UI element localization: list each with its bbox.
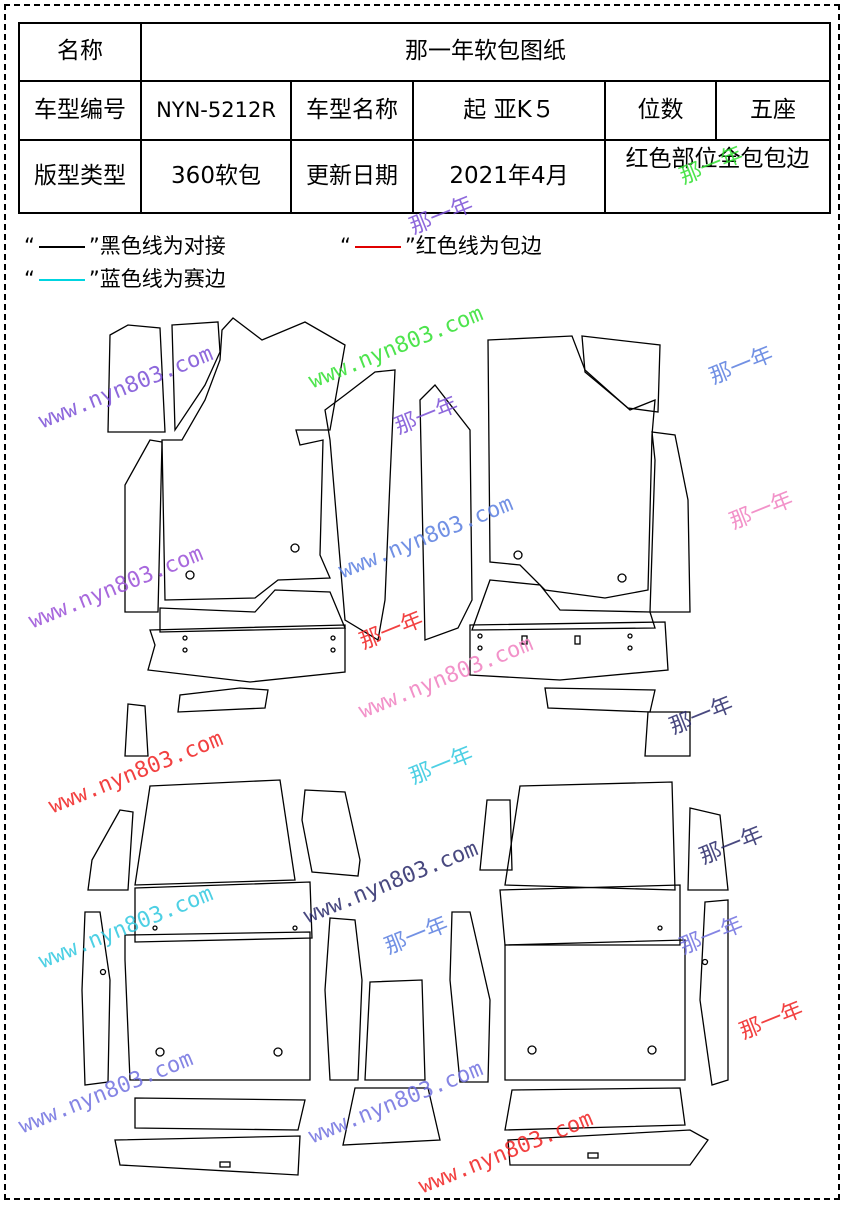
front-right-side-strip <box>649 431 691 613</box>
rear-left-tunnel-side <box>324 917 363 1081</box>
rear-right-mat-group <box>449 781 729 1166</box>
seats-value: 五座 <box>714 80 832 141</box>
legend-black: “”黑色线为对接 <box>24 234 226 258</box>
drawing-title: 那一年软包图纸 <box>139 22 832 82</box>
rear-right-bottom-step <box>504 1087 686 1131</box>
seats-label: 位数 <box>604 80 717 141</box>
date-label: 更新日期 <box>290 139 414 214</box>
front-left-sill-strip <box>124 439 163 613</box>
front-left-corner-piece <box>124 703 149 757</box>
type-label: 版型类型 <box>18 139 142 214</box>
rear-right-side-piece <box>479 799 513 871</box>
front-left-floor-mat <box>161 317 346 601</box>
front-left-dash-strip <box>159 589 346 633</box>
front-right-corner-piece <box>581 335 661 413</box>
rear-right-inner-strip <box>449 911 491 1083</box>
model-name-label: 车型名称 <box>290 80 414 141</box>
rear-left-bottom-strip <box>114 1135 301 1176</box>
rear-left-mat-group <box>81 779 363 1176</box>
front-right-kick-panel <box>469 621 669 681</box>
rear-left-top-panel <box>134 779 296 886</box>
spec-table: 名称 那一年软包图纸 车型编号 NYN-5212R 车型名称 起 亚K５ 位数 … <box>18 22 832 214</box>
rear-center-bottom-mat <box>342 1087 441 1146</box>
rear-center-tunnel-mat <box>364 979 426 1081</box>
model-code-label: 车型编号 <box>18 80 142 141</box>
legend-blue: “”蓝色线为赛边 <box>24 267 226 291</box>
rear-right-bottom-strip <box>507 1129 709 1166</box>
front-left-mat-group <box>107 317 396 757</box>
rear-left-floor-mat <box>124 931 311 1081</box>
edge-note: 红色部位全包包边 <box>603 139 832 214</box>
legend-red: “”红色线为包边 <box>340 234 542 258</box>
front-left-side-panel <box>107 324 166 433</box>
rear-right-top-panel <box>504 781 676 891</box>
front-left-heel-pad <box>177 687 269 713</box>
black-line-swatch <box>38 246 85 248</box>
front-right-heel-pad <box>544 687 656 713</box>
rear-left-side-piece <box>301 789 361 877</box>
front-right-dash-strip <box>471 579 656 631</box>
date-value: 2021年4月 <box>412 139 606 214</box>
page-border <box>4 4 840 1200</box>
rear-left-bottom-step <box>134 1097 306 1131</box>
blue-line-swatch <box>38 279 85 281</box>
rear-right-floor-mat <box>504 939 686 1081</box>
front-right-center-strip <box>419 384 473 641</box>
rear-left-edge-strip <box>87 809 134 891</box>
model-code: NYN-5212R <box>140 80 292 141</box>
front-right-floor-mat <box>487 335 656 599</box>
red-line-swatch <box>354 246 401 248</box>
front-left-kick-panel <box>147 624 346 683</box>
front-right-mat-group <box>419 335 691 757</box>
rear-left-outer-strip <box>81 911 111 1086</box>
front-left-heel-piece <box>171 321 221 433</box>
model-name: 起 亚K５ <box>412 80 606 141</box>
front-left-tunnel-side <box>324 369 396 642</box>
front-right-corner-pad <box>644 711 691 757</box>
rear-left-seat-strip <box>134 881 313 943</box>
rear-right-seat-strip <box>499 884 681 946</box>
rear-right-edge-strip <box>687 807 729 891</box>
name-label: 名称 <box>18 22 142 82</box>
type-value: 360软包 <box>140 139 292 214</box>
rear-right-outer-strip <box>699 899 729 1086</box>
